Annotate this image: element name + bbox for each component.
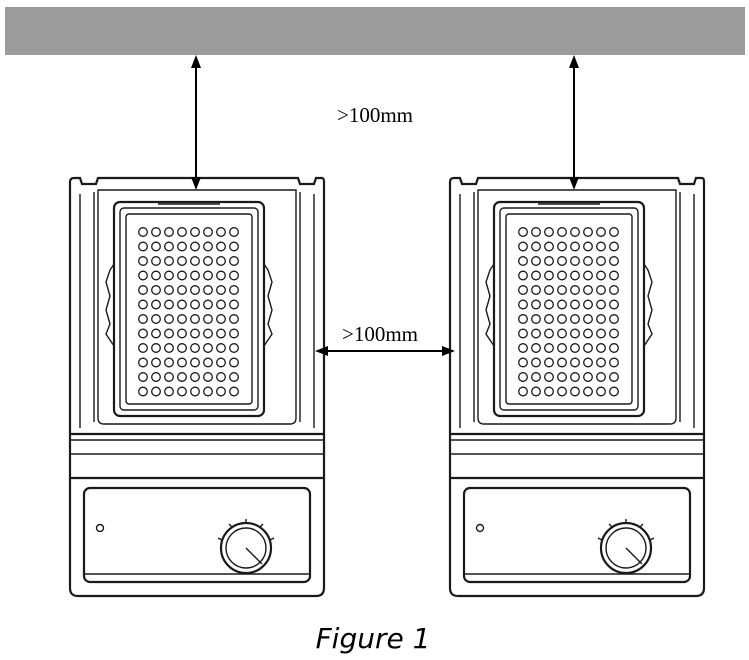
arrow-vertical-left xyxy=(191,55,201,190)
microplate-left xyxy=(139,228,239,396)
vertical-clearance-label: >100mm xyxy=(337,103,413,127)
arrow-horizontal xyxy=(315,346,455,356)
horizontal-clearance-label: >100mm xyxy=(342,322,418,346)
figure-caption: Figure 1 xyxy=(316,622,431,655)
shaker-unit-left xyxy=(68,176,326,598)
shaker-unit-right xyxy=(448,176,706,598)
ceiling-bar xyxy=(5,7,745,55)
arrow-vertical-right xyxy=(569,55,579,190)
microplate-right xyxy=(519,228,619,396)
